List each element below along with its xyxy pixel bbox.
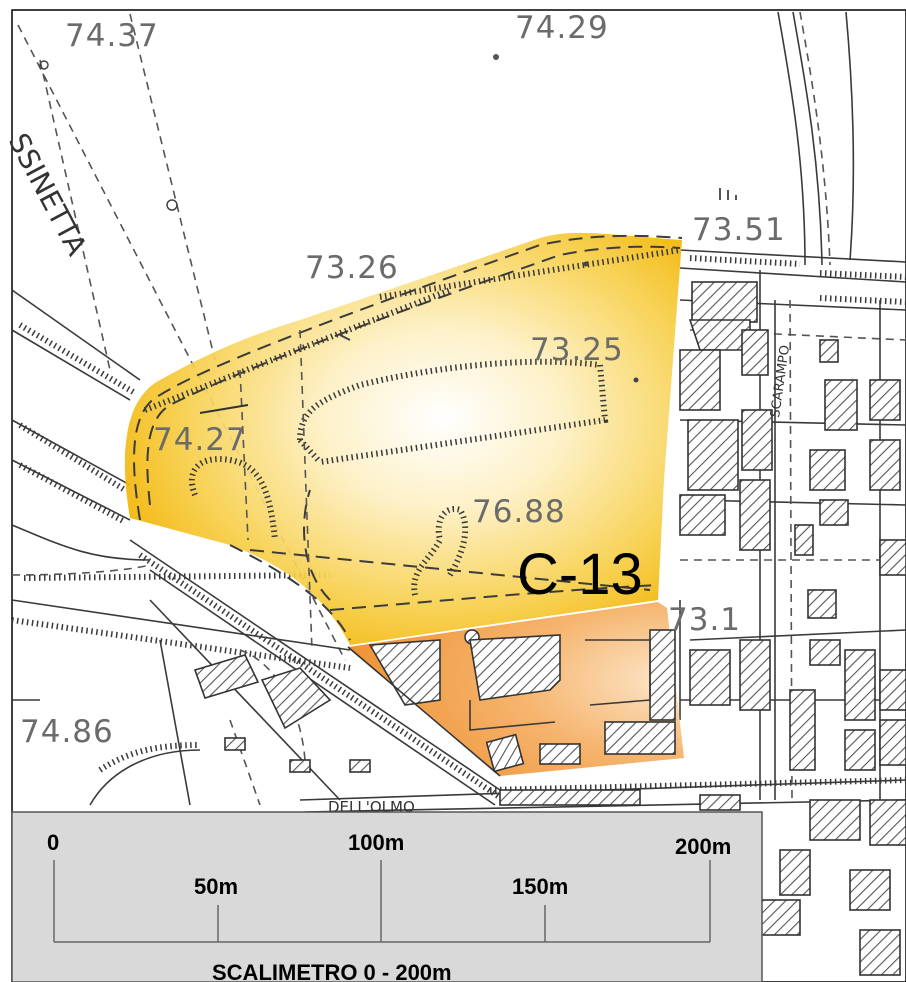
elevation-label: 73.26 [305,250,399,286]
base-map-linework [11,11,906,813]
elevation-label: 74.86 [20,714,114,750]
elevation-labels: 74.37 74.29 73.51 73.26 73.25 74.27 76.8… [20,10,786,750]
scale-title: SCALIMETRO 0 - 200m [212,960,452,982]
scale-tick-label: 200m [675,834,731,859]
scale-tick-label: 0 [47,830,59,855]
zone-code-label: C-13 [517,542,643,607]
scale-bar: 0 100m 200m 50m 150m SCALIMETRO 0 - 200m [11,811,763,982]
zone-linework [133,234,683,777]
elevation-label: 73.25 [530,332,624,368]
zone-c13-area[interactable] [124,232,682,645]
elevation-label: 76.88 [472,494,566,530]
scale-tick-label: 50m [194,874,238,899]
scale-tick-label: 150m [512,874,568,899]
elevation-label: 74.27 [153,422,247,458]
scale-tick-label: 100m [348,830,404,855]
elevation-label: 74.37 [65,18,159,54]
elevation-label: 74.29 [515,10,609,46]
elevation-label: 73.1 [668,602,741,638]
elevation-label: 73.51 [692,212,786,248]
buildings [193,281,906,976]
